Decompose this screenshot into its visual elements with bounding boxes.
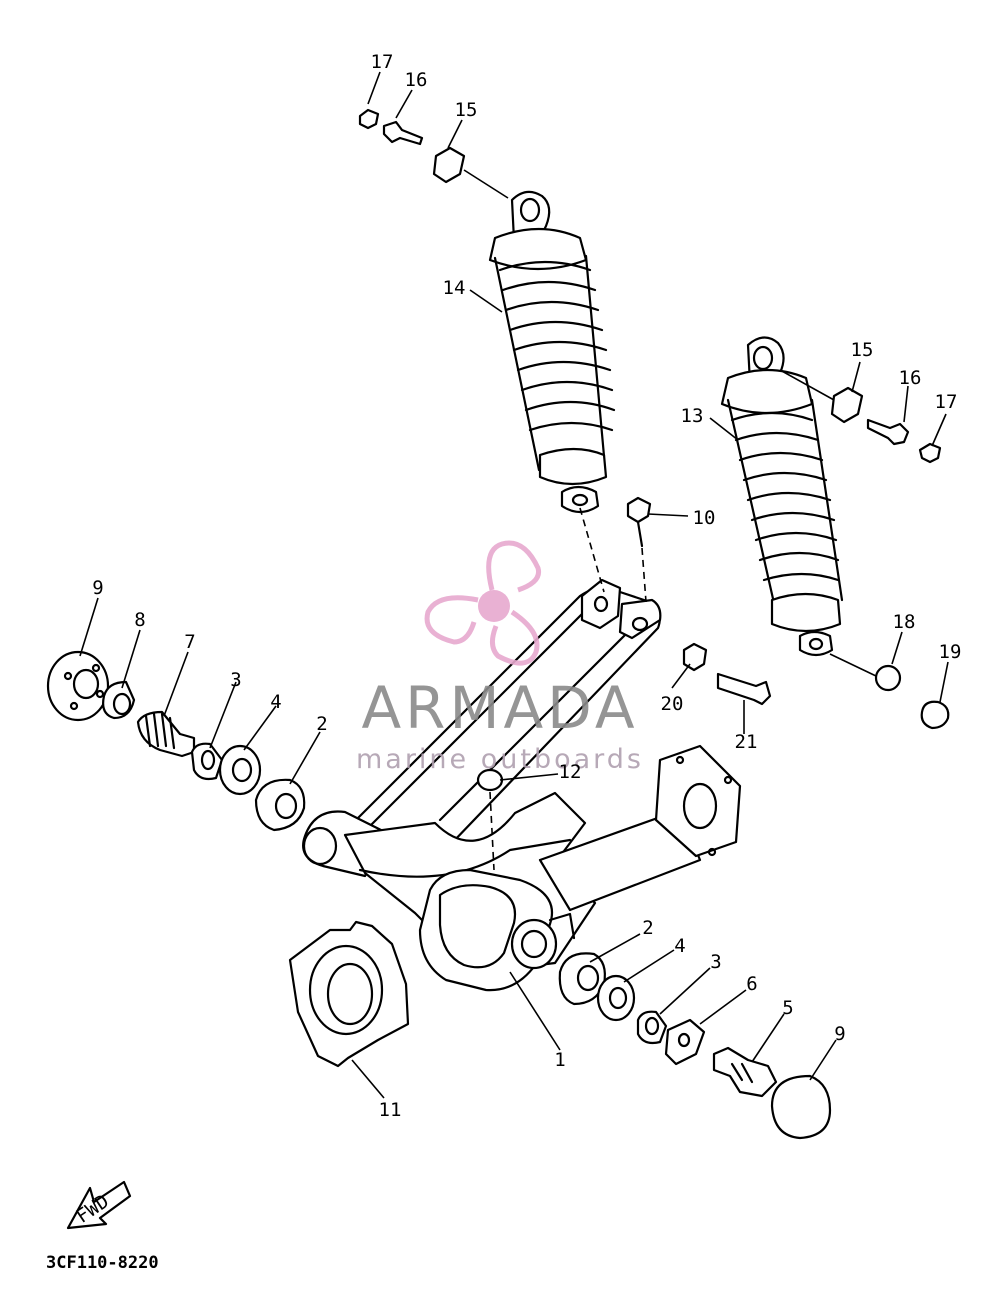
washer-18 — [874, 664, 902, 692]
callout-14: 14 — [443, 277, 466, 299]
callout-4-left: 4 — [270, 691, 281, 713]
callout-17-upper: 17 — [371, 51, 394, 73]
watermark-tagline: marine outboards — [356, 744, 644, 775]
nut-17-upper — [358, 108, 380, 130]
cap-9-right — [770, 1074, 832, 1140]
cap-nut-19 — [920, 700, 950, 730]
callout-21: 21 — [735, 731, 758, 753]
callout-2-right: 2 — [642, 917, 653, 939]
propeller-logo-icon — [424, 540, 542, 666]
rear-shock-absorber-13 — [720, 336, 844, 657]
nut-20 — [682, 642, 708, 672]
seal-4-right — [596, 974, 636, 1022]
callout-11: 11 — [379, 1099, 402, 1121]
ring-8 — [102, 680, 136, 720]
bolt-16-right — [866, 418, 910, 446]
callout-8: 8 — [134, 609, 145, 631]
callout-16-upper: 16 — [405, 69, 428, 91]
callout-4-right: 4 — [674, 935, 685, 957]
callout-5: 5 — [782, 997, 793, 1019]
callout-20: 20 — [661, 693, 684, 715]
callout-10: 10 — [693, 507, 716, 529]
drawing-code: 3CF110-8220 — [46, 1253, 159, 1273]
callout-9-right: 9 — [834, 1023, 845, 1045]
callout-numbers: 17 16 15 14 13 15 16 17 10 18 19 20 21 9… — [92, 51, 961, 1121]
callout-15-right: 15 — [851, 339, 874, 361]
callout-3-left: 3 — [230, 669, 241, 691]
rear-shock-absorber-14 — [488, 190, 616, 514]
lock-washer-6 — [664, 1018, 706, 1066]
callout-18: 18 — [893, 611, 916, 633]
collar-3-left — [190, 742, 224, 781]
armada-watermark: ARMADA marine outboards — [356, 540, 644, 775]
callout-9-left: 9 — [92, 577, 103, 599]
seal-4-left — [218, 744, 262, 796]
forward-direction-arrow: FWD — [66, 1180, 132, 1230]
nut-17-right — [918, 442, 942, 464]
callout-3-right: 3 — [710, 951, 721, 973]
bolt-21 — [716, 672, 772, 706]
bearing-2-left — [254, 778, 306, 832]
cap-9-left — [46, 650, 110, 722]
callout-17-right: 17 — [935, 391, 958, 413]
swingarm-1 — [302, 578, 742, 992]
callout-19: 19 — [939, 641, 962, 663]
callout-1: 1 — [554, 1049, 565, 1071]
watermark-brand: ARMADA — [361, 674, 638, 742]
pivot-shaft-7 — [136, 710, 196, 758]
collar-3-right — [636, 1010, 668, 1045]
callout-2-left: 2 — [316, 713, 327, 735]
bolt-10 — [626, 496, 652, 548]
propeller-hub-icon — [478, 590, 510, 622]
callout-12: 12 — [559, 761, 582, 783]
callout-7: 7 — [184, 631, 195, 653]
callout-16-right: 16 — [899, 367, 922, 389]
bushing-15-right — [830, 386, 864, 424]
bolt-16-upper — [382, 120, 424, 146]
cover-11 — [288, 920, 410, 1068]
callout-6: 6 — [746, 973, 757, 995]
callout-15-upper: 15 — [455, 99, 478, 121]
callout-13: 13 — [681, 405, 704, 427]
pivot-shaft-5 — [712, 1046, 778, 1098]
bushing-15-upper — [432, 146, 466, 184]
leader-lines — [79, 71, 949, 1099]
